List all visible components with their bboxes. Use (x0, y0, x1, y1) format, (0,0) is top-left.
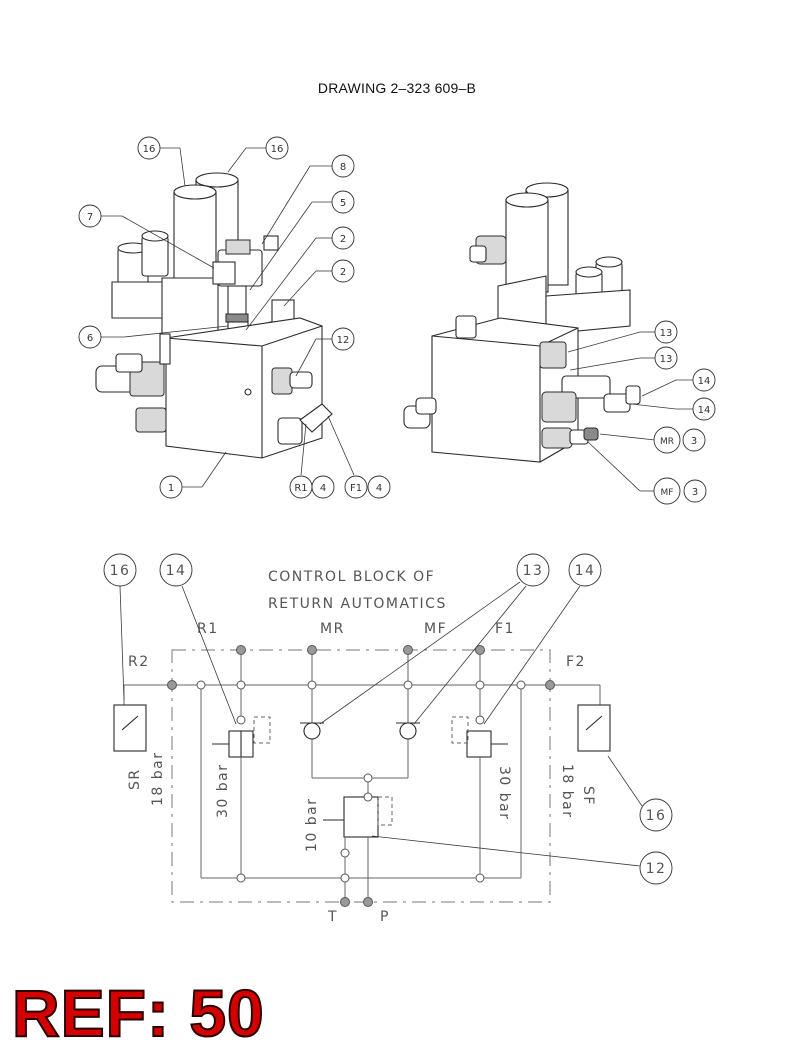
svg-text:SF: SF (580, 786, 596, 806)
svg-text:P: P (380, 909, 390, 925)
svg-text:14: 14 (698, 376, 711, 387)
svg-text:MR: MR (320, 621, 345, 637)
svg-text:3: 3 (691, 436, 697, 447)
svg-text:18 bar: 18 bar (150, 752, 166, 807)
svg-text:12: 12 (646, 861, 667, 877)
svg-text:8: 8 (340, 162, 346, 173)
svg-text:SR: SR (127, 768, 143, 790)
svg-text:1: 1 (168, 483, 174, 494)
svg-text:T: T (327, 909, 338, 925)
right-callouts: 13 13 14 14 MR 3 MF 3 (567, 320, 716, 505)
ref-badge: REF: 50 (11, 976, 265, 1050)
svg-text:2: 2 (340, 234, 346, 245)
svg-text:16: 16 (110, 563, 131, 579)
svg-text:7: 7 (87, 212, 93, 223)
svg-text:F1: F1 (350, 483, 362, 494)
svg-text:13: 13 (660, 328, 673, 339)
svg-text:MR: MR (660, 437, 674, 447)
svg-text:RETURN AUTOMATICS: RETURN AUTOMATICS (268, 596, 447, 612)
svg-text:6: 6 (87, 333, 93, 344)
left-isometric-view: 16 16 8 5 7 2 2 6 12 1 (78, 136, 391, 499)
svg-text:R2: R2 (128, 654, 150, 670)
svg-text:16: 16 (271, 144, 284, 155)
svg-text:5: 5 (340, 198, 346, 209)
svg-text:13: 13 (660, 354, 673, 365)
svg-text:14: 14 (575, 563, 596, 579)
svg-text:16: 16 (143, 144, 156, 155)
svg-text:4: 4 (320, 483, 326, 494)
svg-text:30 bar: 30 bar (496, 766, 512, 821)
svg-text:MF: MF (661, 488, 674, 498)
svg-text:14: 14 (166, 563, 187, 579)
svg-text:3: 3 (692, 487, 698, 498)
left-callouts: 16 16 8 5 7 2 2 6 12 1 (78, 136, 391, 499)
svg-text:MF: MF (424, 621, 447, 637)
svg-text:12: 12 (337, 335, 350, 346)
svg-text:F2: F2 (566, 654, 586, 670)
right-isometric-view: 13 13 14 14 MR 3 MF 3 (403, 182, 716, 505)
svg-text:10 bar: 10 bar (304, 798, 320, 853)
svg-text:13: 13 (523, 563, 544, 579)
svg-text:F1: F1 (495, 621, 515, 637)
svg-text:18 bar: 18 bar (559, 764, 575, 819)
svg-text:R1: R1 (294, 483, 307, 494)
svg-text:R1: R1 (197, 621, 219, 637)
svg-text:4: 4 (376, 483, 382, 494)
svg-text:2: 2 (340, 267, 346, 278)
svg-text:14: 14 (698, 405, 711, 416)
hydraulic-schematic: CONTROL BLOCK OF RETURN AUTOMATICS R1 MR… (103, 553, 673, 925)
svg-text:16: 16 (646, 808, 667, 824)
svg-text:CONTROL BLOCK OF: CONTROL BLOCK OF (268, 569, 435, 585)
drawing-title: DRAWING 2–323 609–B (317, 80, 477, 96)
svg-text:30 bar: 30 bar (215, 764, 231, 819)
